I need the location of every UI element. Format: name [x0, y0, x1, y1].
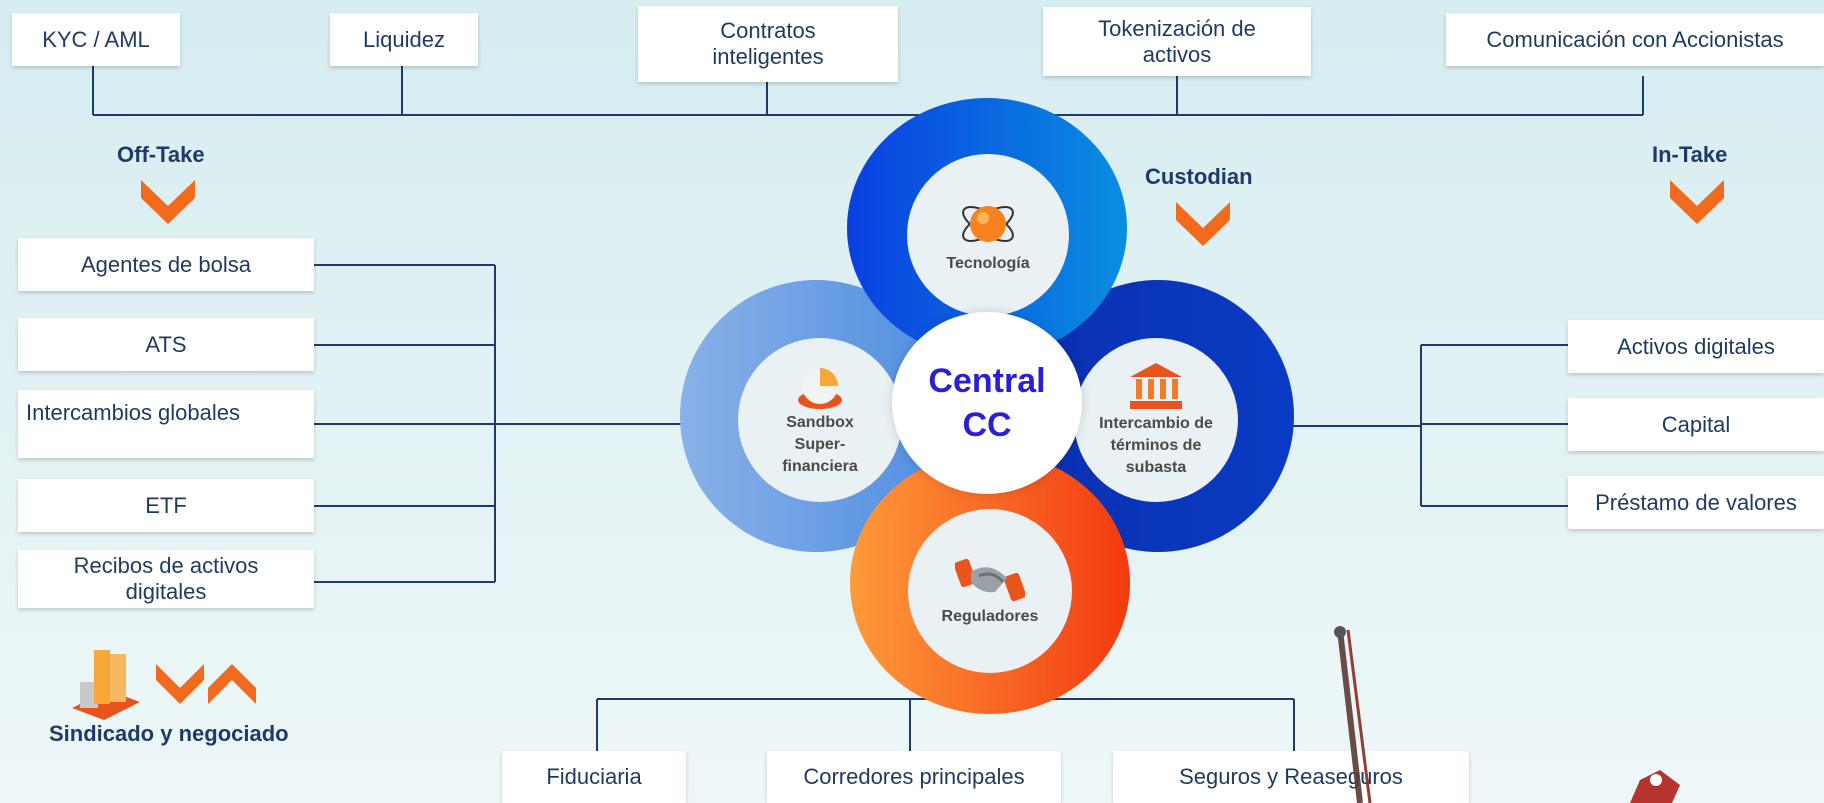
petal-label-intercambio: Intercambio de términos de subasta [1099, 415, 1213, 476]
petal-label-sandbox: Sandbox Super-financiera [782, 414, 858, 475]
petal-reguladores: Reguladores [908, 509, 1072, 673]
center-line-1: Central [928, 362, 1046, 400]
petal-label-reguladores: Reguladores [941, 608, 1039, 625]
box-seguros-reaseguros: Seguros y Reaseguros [1113, 751, 1469, 803]
chevron-down-icon [141, 180, 195, 224]
petal-tecnologia: Tecnología [907, 154, 1069, 316]
syndicated-logo-icon [72, 650, 256, 720]
petal-sandbox: Sandbox Super-financiera [738, 338, 902, 502]
center-node: Central CC [892, 312, 1082, 494]
box-intercambios-globales: Intercambios globales [18, 390, 314, 458]
chevron-down-icon [1176, 202, 1230, 246]
atom-icon [962, 206, 1014, 242]
box-etf: ETF [18, 479, 314, 532]
box-comunicacion-accionistas: Comunicación con Accionistas [1446, 13, 1824, 66]
box-contratos-inteligentes: Contratos inteligentes [638, 6, 898, 82]
crane-decoration [1334, 626, 1680, 803]
box-capital: Capital [1568, 398, 1824, 451]
box-activos-digitales: Activos digitales [1568, 320, 1824, 373]
label-sindicado-negociado: Sindicado y negociado [49, 721, 289, 746]
label-off-take: Off-Take [117, 142, 205, 167]
box-corredores-principales: Corredores principales [767, 751, 1061, 803]
label-in-take: In-Take [1652, 142, 1728, 167]
box-liquidez: Liquidez [330, 13, 478, 66]
petal-intercambio-subasta: Intercambio de términos de subasta [1074, 338, 1238, 502]
box-fiduciaria: Fiduciaria [502, 751, 686, 803]
petal-label-tecnologia: Tecnología [946, 255, 1030, 272]
chevron-down-icon [1670, 180, 1724, 224]
box-recibos-activos-digitales: Recibos de activos digitales [18, 550, 314, 608]
box-tokenizacion: Tokenización de activos [1043, 7, 1311, 76]
box-agentes-de-bolsa: Agentes de bolsa [18, 238, 314, 291]
box-kyc-aml: KYC / AML [12, 13, 180, 66]
label-custodian: Custodian [1145, 164, 1253, 189]
box-ats: ATS [18, 318, 314, 371]
handshake-icon [955, 558, 1025, 602]
pie-chart-icon [798, 368, 842, 409]
center-line-2: CC [962, 406, 1012, 444]
bank-icon [1130, 363, 1182, 409]
box-prestamo-valores: Préstamo de valores [1568, 476, 1824, 529]
